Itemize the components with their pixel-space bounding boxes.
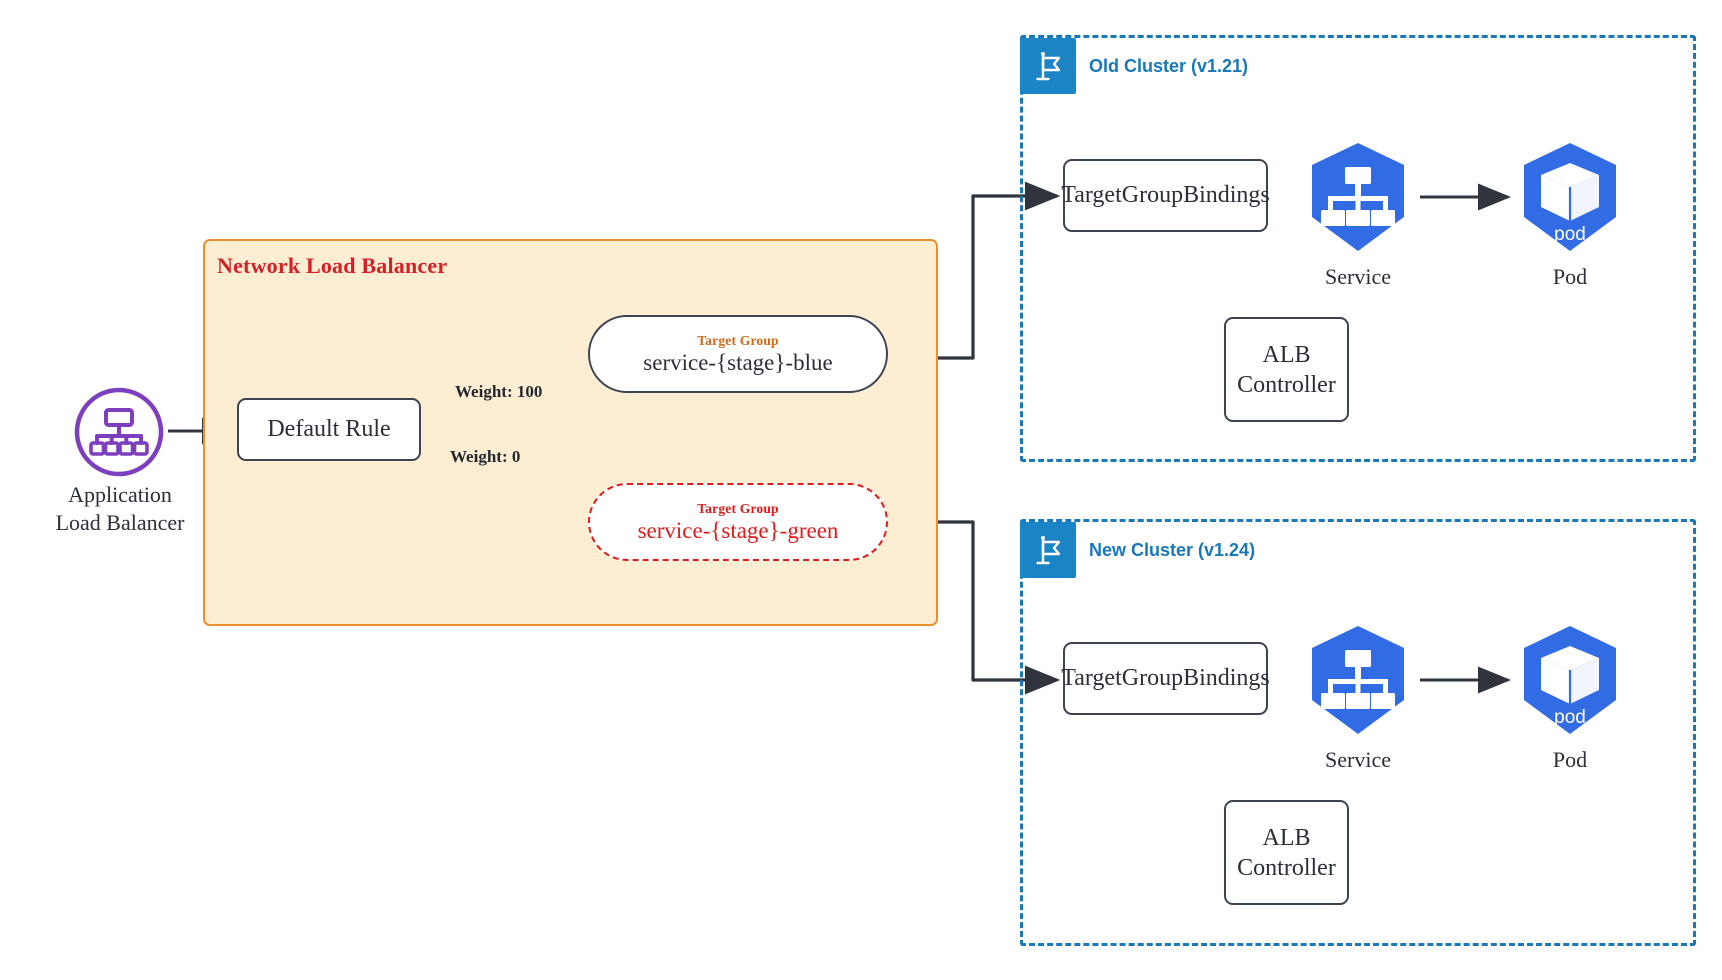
- svg-text:pod: pod: [1554, 224, 1586, 245]
- target-group-blue-name: service-{stage}-blue: [643, 349, 833, 375]
- target-group-blue[interactable]: Target Group service-{stage}-blue: [588, 315, 888, 393]
- weight-label-green: Weight: 0: [450, 447, 521, 466]
- alb-caption-line1: Application: [68, 482, 172, 507]
- alb-caption: Application Load Balancer: [22, 481, 218, 536]
- target-group-green[interactable]: Target Group service-{stage}-green: [588, 483, 888, 561]
- cluster-new-header: New Cluster (v1.24): [1020, 522, 1255, 578]
- alb-controller-new-line2: Controller: [1237, 854, 1336, 881]
- target-group-blue-kicker: Target Group: [697, 332, 779, 348]
- service-caption-new: Service: [1325, 747, 1391, 772]
- svg-text:pod: pod: [1554, 707, 1586, 728]
- pod-caption-old: Pod: [1552, 264, 1588, 289]
- alb-controller-new-line1: ALB: [1262, 824, 1311, 851]
- weight-label-blue: Weight: 100: [455, 382, 543, 401]
- pod-caption-new: Pod: [1552, 747, 1588, 772]
- default-rule-box[interactable]: Default Rule: [237, 398, 421, 461]
- alb-controller-old[interactable]: ALB Controller: [1224, 317, 1349, 422]
- cluster-old-container: [1020, 35, 1696, 462]
- kubernetes-pod-icon: pod: [1524, 626, 1616, 734]
- cluster-old-header: Old Cluster (v1.21): [1020, 38, 1248, 94]
- eks-cluster-flag-icon: [1020, 38, 1076, 94]
- eks-cluster-flag-icon: [1020, 522, 1076, 578]
- kubernetes-service-icon: [1312, 626, 1404, 734]
- kubernetes-pod-icon: pod: [1524, 143, 1616, 251]
- target-group-bindings-new[interactable]: TargetGroupBindings: [1061, 642, 1270, 715]
- service-caption-old: Service: [1325, 264, 1391, 289]
- target-group-bindings-old[interactable]: TargetGroupBindings: [1061, 159, 1270, 232]
- cluster-new-label: New Cluster (v1.24): [1089, 539, 1256, 560]
- alb-controller-old-line2: Controller: [1237, 371, 1336, 398]
- alb-controller-old-line1: ALB: [1262, 341, 1311, 368]
- cluster-new-container: [1020, 519, 1696, 946]
- target-group-green-kicker: Target Group: [697, 500, 779, 516]
- application-load-balancer-icon: [74, 387, 164, 477]
- cluster-old-label: Old Cluster (v1.21): [1089, 55, 1249, 76]
- alb-caption-line2: Load Balancer: [55, 509, 185, 535]
- alb-controller-new[interactable]: ALB Controller: [1224, 800, 1349, 905]
- target-group-green-name: service-{stage}-green: [637, 517, 839, 543]
- network-load-balancer-title: Network Load Balancer: [217, 253, 448, 278]
- kubernetes-service-icon: [1312, 143, 1404, 251]
